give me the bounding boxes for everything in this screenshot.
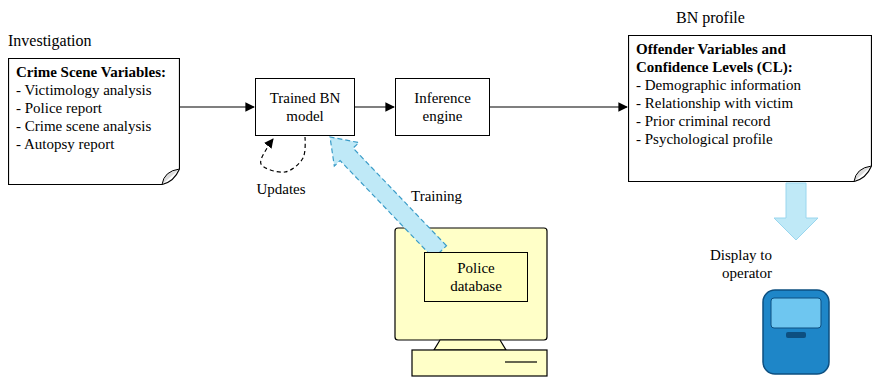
box-label: Police database [431, 259, 521, 295]
box-title: Offender Variables and Confidence Levels… [636, 40, 821, 76]
computer-case [412, 350, 547, 376]
document-box: InvestigationCrime Scene Variables:- Vic… [8, 58, 180, 185]
flow-arrow [490, 106, 627, 107]
monitor [395, 228, 547, 340]
process-box: Inference engine [395, 78, 490, 136]
list-item: - Police report [16, 99, 172, 117]
edge-label: Training [409, 187, 464, 205]
list-item: - Autopsy report [16, 135, 172, 153]
edge-label: Updates [254, 180, 307, 198]
phone-icon [763, 290, 829, 374]
section-heading: BN profile [676, 9, 745, 27]
list-item: - Psychological profile [636, 130, 864, 148]
list-item: - Victimology analysis [16, 81, 172, 99]
list-item: - Crime scene analysis [16, 117, 172, 135]
document-box: BN profileOffender Variables and Confide… [628, 35, 872, 182]
monitor-stand [434, 340, 506, 350]
box-title: Crime Scene Variables: [16, 63, 172, 81]
screen-box: Police database [424, 252, 528, 302]
list-item: - Relationship with victim [636, 94, 864, 112]
update-loop [261, 137, 306, 172]
flow-arrow [355, 106, 394, 107]
annotation-label: Display to operator [688, 246, 772, 282]
box-label: Trained BN model [262, 89, 348, 125]
list-item: - Demographic information [636, 76, 864, 94]
section-heading: Investigation [8, 32, 92, 50]
drive-slot [505, 361, 537, 362]
box-label: Inference engine [402, 89, 483, 125]
list-item: - Prior criminal record [636, 112, 864, 130]
display-arrow [774, 183, 818, 240]
process-box: Trained BN model [255, 78, 355, 136]
flow-arrow [180, 106, 254, 107]
